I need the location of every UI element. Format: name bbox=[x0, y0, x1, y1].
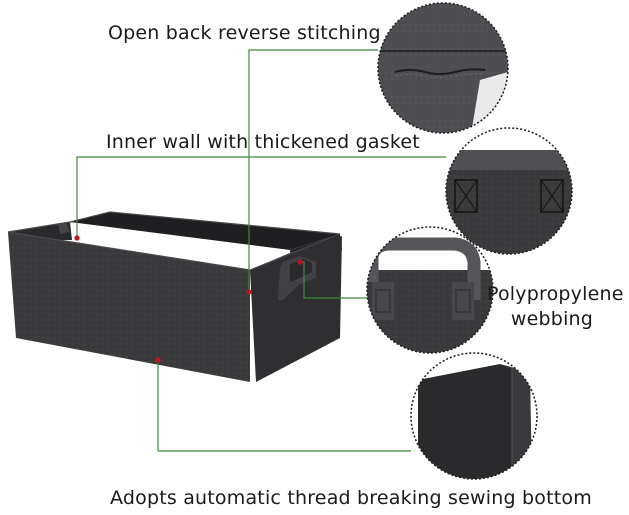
callout-webbing: Polypropylene webbing bbox=[487, 282, 624, 332]
detail-circle-stitching bbox=[377, 2, 509, 134]
bag-inner-back bbox=[70, 212, 340, 250]
left-handle bbox=[58, 222, 70, 234]
callout-webbing-line2: webbing bbox=[510, 308, 594, 330]
leader-stitching bbox=[248, 49, 378, 292]
leader-lines bbox=[76, 49, 446, 452]
grow-bag bbox=[7, 211, 342, 382]
marker-dots bbox=[74, 235, 303, 363]
leader-bottom bbox=[157, 360, 411, 452]
side-handle bbox=[278, 256, 316, 300]
callout-gasket: Inner wall with thickened gasket bbox=[106, 131, 420, 153]
callout-stitching: Open back reverse stitching bbox=[108, 22, 381, 44]
detail-circle-bottom bbox=[410, 352, 538, 480]
marker-dot-gasket bbox=[74, 235, 80, 241]
detail-circle-gasket bbox=[445, 127, 573, 255]
bag-front-face bbox=[8, 232, 250, 382]
marker-dot-webbing bbox=[297, 259, 303, 265]
marker-dot-stitching bbox=[246, 289, 252, 295]
detail-circle-webbing bbox=[366, 226, 494, 354]
callout-bottom: Adopts automatic thread breaking sewing … bbox=[110, 487, 592, 509]
callout-webbing-line1: Polypropylene bbox=[487, 283, 624, 305]
bag-side-face bbox=[250, 236, 342, 382]
leader-gasket bbox=[76, 156, 446, 238]
marker-dot-bottom bbox=[155, 357, 161, 363]
